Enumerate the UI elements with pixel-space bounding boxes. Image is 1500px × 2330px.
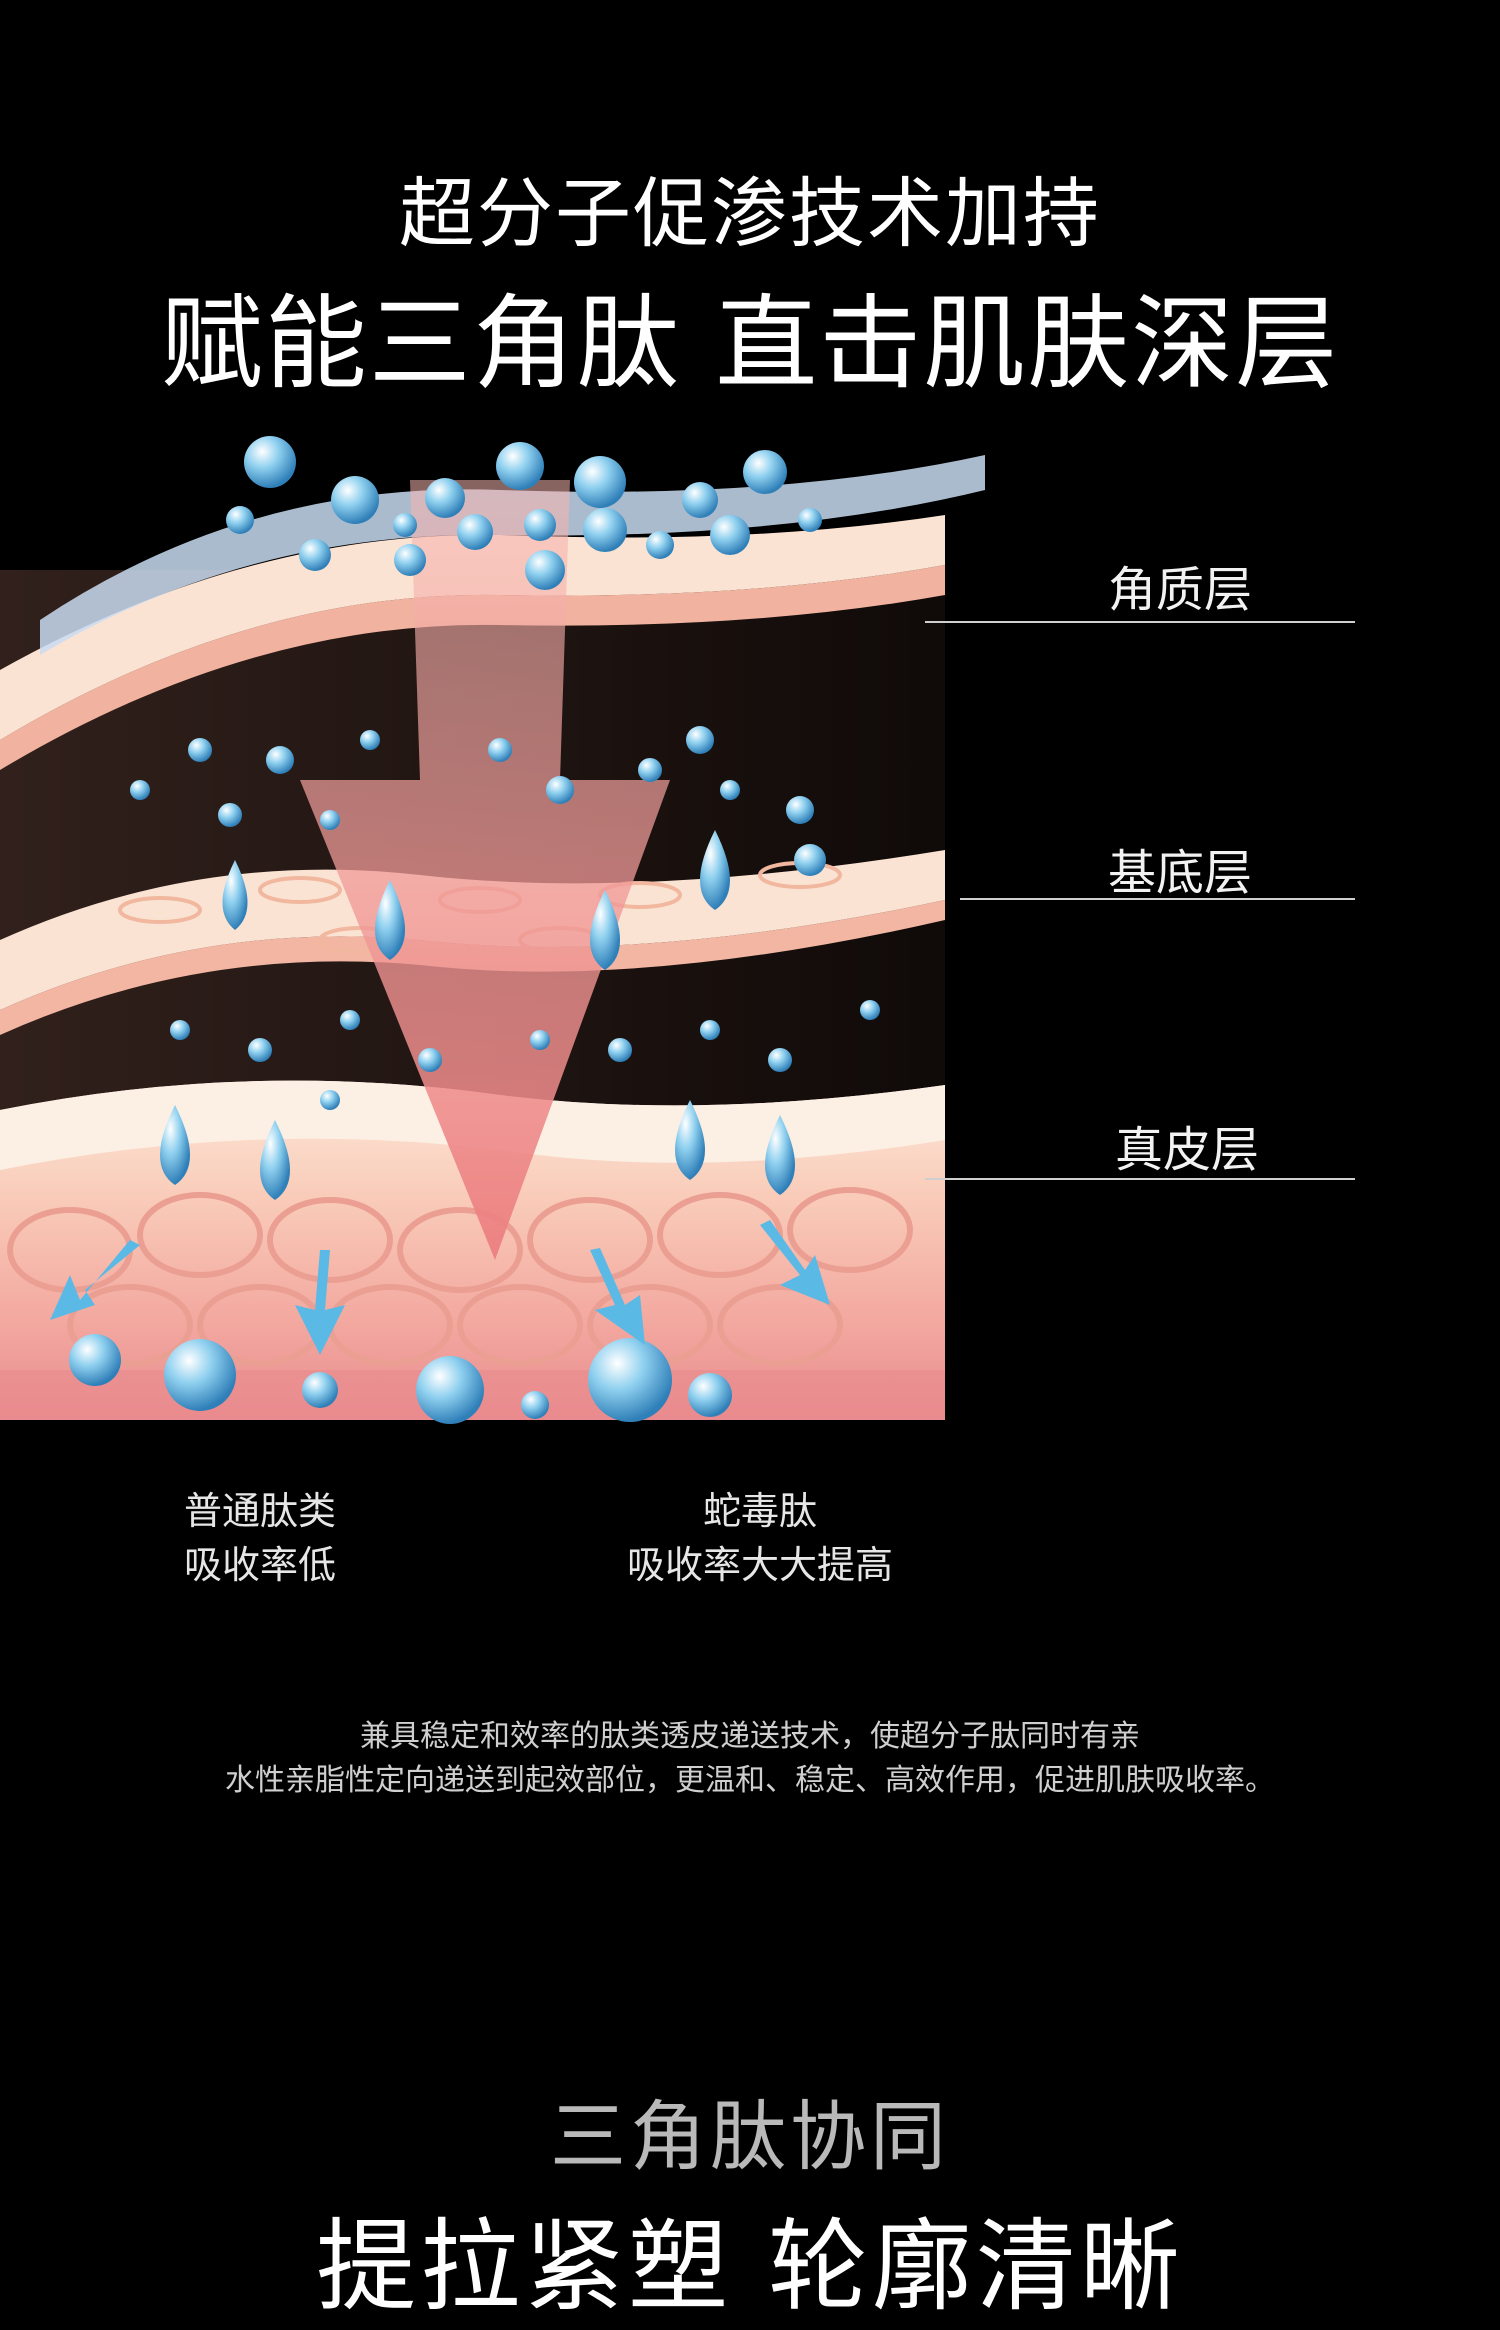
description-line1: 兼具稳定和效率的肽类透皮递送技术，使超分子肽同时有亲	[360, 1719, 1140, 1754]
tagline: 三角肽协同	[550, 2092, 950, 2181]
label-line-dermis	[925, 1178, 1355, 1180]
stratum-corneum-layer	[0, 455, 985, 770]
snake-peptide-line2: 吸收率大大提高	[626, 1543, 893, 1587]
subtitle: 超分子促渗技术加持	[399, 169, 1101, 258]
label-line-basal	[960, 898, 1355, 900]
headline: 赋能三角肽 直击肌肤深层	[160, 285, 1340, 404]
penetration-arrow	[300, 480, 670, 1260]
normal-peptide-line1: 普通肽类	[183, 1489, 336, 1533]
snake-peptide-line1: 蛇毒肽	[702, 1489, 817, 1533]
snake-peptide-label: 蛇毒肽 吸收率大大提高	[580, 1484, 940, 1592]
description: 兼具稳定和效率的肽类透皮递送技术，使超分子肽同时有亲 水性亲脂性定向递送到起效部…	[0, 1715, 1500, 1803]
droplet-group	[69, 436, 880, 1424]
normal-peptide-line2: 吸收率低	[183, 1543, 336, 1587]
layer-label-corneum: 角质层	[1108, 562, 1253, 618]
layer-label-basal: 基底层	[1108, 845, 1253, 901]
label-line-corneum	[925, 621, 1355, 623]
skin-layer-diagram	[0, 436, 1355, 1424]
tear-drop-group	[160, 830, 795, 1200]
layer-label-dermis: 真皮层	[1115, 1122, 1260, 1178]
description-line2: 水性亲脂性定向递送到起效部位，更温和、稳定、高效作用，促进肌肤吸收率。	[225, 1763, 1275, 1798]
absorption-arrows	[50, 1220, 830, 1355]
tagline-headline: 提拉紧塑 轮廓清晰	[316, 2208, 1184, 2325]
normal-peptide-label: 普通肽类 吸收率低	[130, 1484, 390, 1592]
